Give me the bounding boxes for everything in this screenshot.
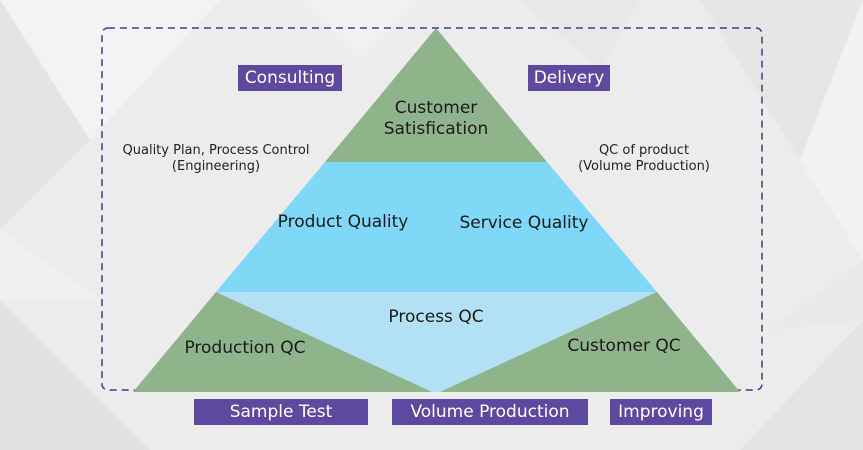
product-quality-label: Product Quality: [277, 212, 409, 232]
layer-service-band: [216, 162, 657, 292]
right-note: QC of product (Volume Production): [578, 143, 710, 174]
volume-production-tag: Volume Production: [392, 399, 588, 425]
delivery-tag: Delivery: [528, 65, 610, 91]
layer-customer-triangle: [440, 292, 740, 392]
layer-production-triangle: [133, 292, 432, 392]
layer-top-triangle: [325, 28, 547, 162]
dashed-frame: [101, 27, 763, 391]
process-qc-label: Process QC: [388, 307, 484, 327]
left-note: Quality Plan, Process Control (Engineeri…: [122, 143, 310, 174]
sample-test-tag: Sample Test: [194, 399, 368, 425]
improving-tag: Improving: [610, 399, 712, 425]
service-quality-label: Service Quality: [459, 213, 589, 233]
customer-satisfaction-label: Customer Satisfication: [383, 98, 489, 139]
production-qc-label: Production QC: [184, 338, 306, 358]
consulting-tag: Consulting: [238, 65, 342, 91]
customer-qc-label: Customer QC: [567, 336, 681, 356]
